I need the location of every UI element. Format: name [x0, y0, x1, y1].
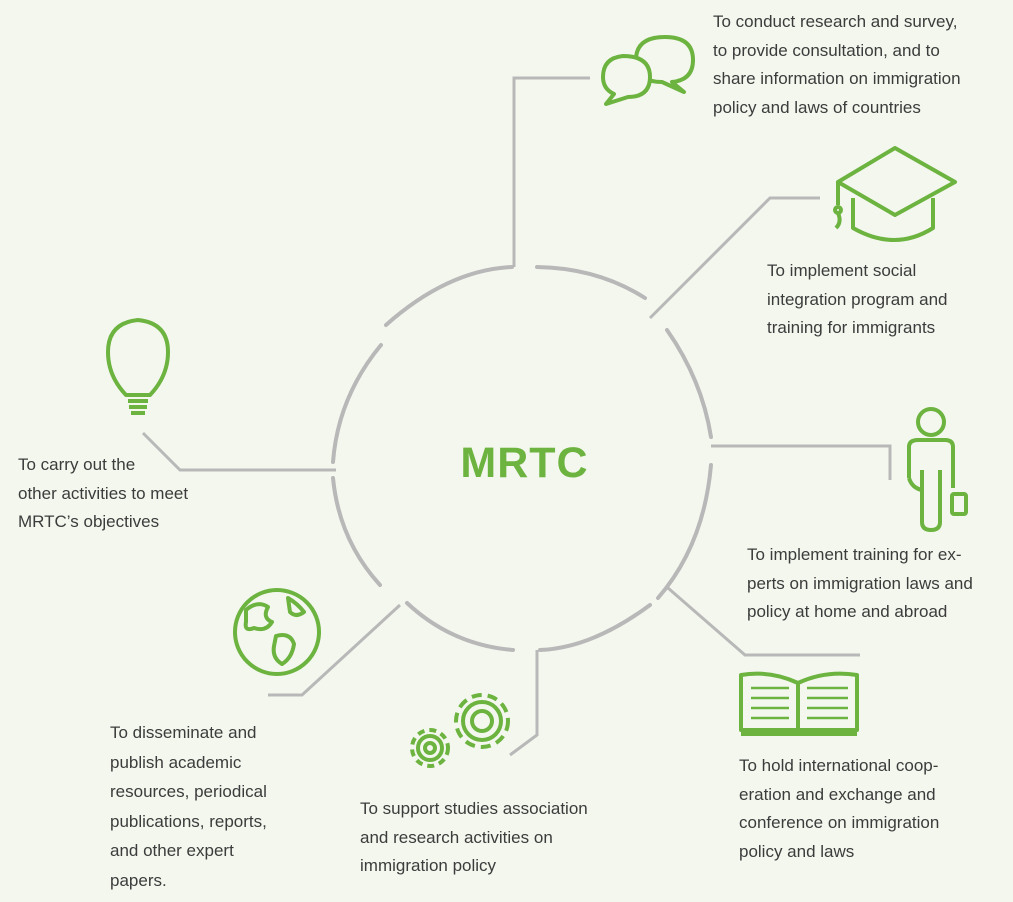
ring-arc-top [384, 265, 514, 327]
text-line: publications, reports, [110, 811, 267, 831]
text-line: integration program and [767, 289, 948, 309]
text-line: MRTC’s objectives [18, 512, 160, 531]
ring-arc-right-lower [656, 463, 713, 600]
text-line: papers. [110, 870, 167, 890]
text-line: To implement training for ex- [747, 545, 962, 564]
connector-training [711, 444, 892, 480]
connector-research [512, 76, 590, 267]
speech-bubbles-icon [601, 35, 695, 106]
ring-arc-bottom-left [405, 601, 515, 652]
objective-research-text: To conduct research and survey, to provi… [713, 8, 961, 122]
ring-arc-bottom-right [538, 603, 652, 652]
text-line: to provide consultation, and to [713, 40, 940, 60]
text-line: policy at home and abroad [747, 602, 948, 621]
connector-integration [648, 196, 820, 320]
text-line: publish academic [110, 752, 242, 772]
graduation-cap-icon [833, 146, 957, 242]
text-line: resources, periodical [110, 782, 267, 801]
ring-arc-top-right [535, 265, 647, 300]
text-line: policy and laws of countries [713, 97, 921, 117]
text-line: policy and laws [739, 841, 855, 861]
objective-training-text: To implement training for ex- perts on i… [747, 541, 973, 627]
text-line: share information on immigration [713, 69, 961, 88]
connector-publish [268, 603, 402, 697]
connector-other [141, 431, 336, 472]
connector-studies [509, 650, 539, 757]
text-line: To hold international coop- [739, 756, 939, 775]
text-line: and other expert [110, 841, 234, 860]
connectors [141, 76, 892, 757]
text-line: To carry out the [18, 455, 136, 474]
objective-cooperation-text: To hold international coop- eration and … [739, 752, 939, 866]
text-line: To implement social [767, 261, 917, 280]
text-line: To conduct research and survey, [713, 12, 958, 31]
objective-integration-text: To implement social integration program … [767, 257, 948, 343]
ring-arc-left-upper [331, 343, 383, 464]
objective-publish-text: To disseminate and publish academic reso… [110, 718, 267, 895]
connector-cooperation [667, 586, 860, 657]
text-line: eration and exchange and [739, 784, 936, 804]
text-line: other activities to meet [18, 483, 189, 503]
center-title: MRTC [460, 439, 589, 487]
center-ring [331, 265, 713, 652]
text-line: perts on immigration laws and [747, 573, 973, 593]
text-line: and research activities on [360, 827, 553, 847]
ring-arc-left-lower [331, 476, 382, 587]
text-line: immigration policy [360, 856, 497, 875]
person-badge-icon [907, 407, 968, 532]
text-line: conference on immigration [739, 813, 940, 832]
text-line: To disseminate and [110, 723, 257, 742]
text-line: To support studies association [360, 799, 588, 818]
ring-arc-right-upper [665, 328, 713, 439]
text-line: training for immigrants [767, 318, 936, 337]
objective-other-text: To carry out the other activities to mee… [18, 451, 188, 537]
lightbulb-icon [106, 318, 170, 415]
gears-icon [410, 693, 510, 768]
objective-studies-text: To support studies association and resea… [360, 795, 588, 881]
open-book-icon [739, 671, 859, 736]
globe-icon [233, 588, 321, 676]
